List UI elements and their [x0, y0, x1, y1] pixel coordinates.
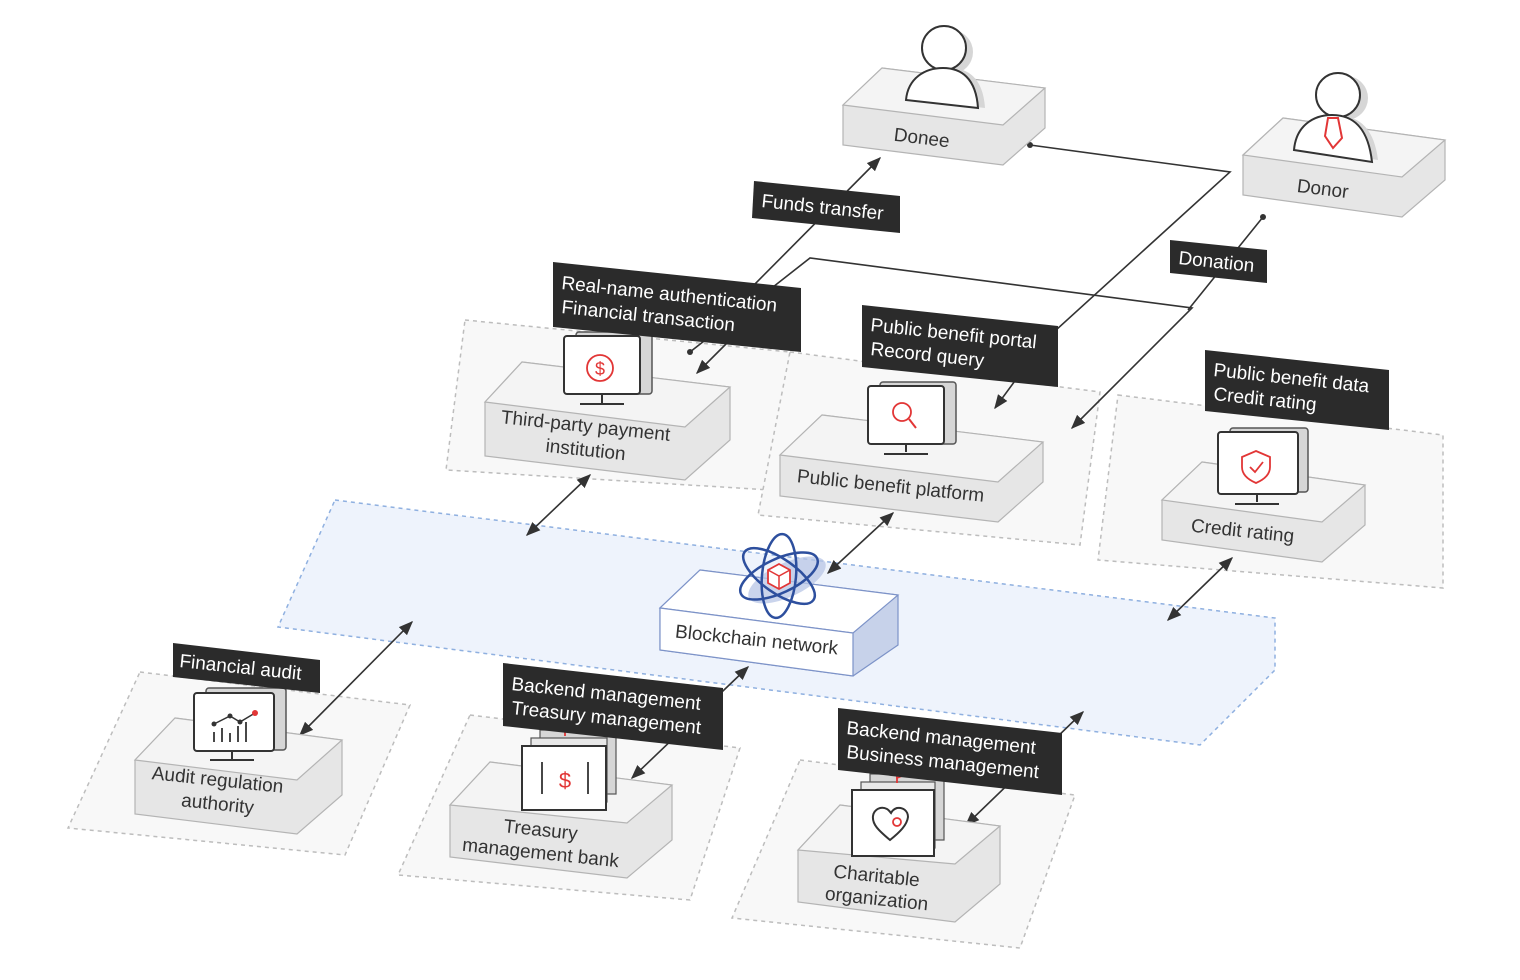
arrow-platform-chain [826, 512, 895, 574]
node-public-benefit-platform[interactable]: Public benefit platform [778, 381, 1045, 523]
node-donee[interactable]: Donee [841, 25, 1047, 166]
heart-document-icon [851, 769, 945, 857]
node-third-party-payment[interactable]: $ Third-party payment institution [483, 331, 732, 481]
node-credit-rating[interactable]: Credit rating [1160, 427, 1367, 563]
atom-cube-icon [739, 532, 826, 620]
tag-backend-business: Backend management Business management [838, 708, 1062, 795]
arrow-audit-chain [298, 620, 414, 737]
tag-pbdata: Public benefit data Credit rating [1205, 350, 1389, 430]
arrow-credit-chain [1166, 556, 1234, 622]
node-treasury-bank[interactable]: $ Treasury management bank [448, 723, 674, 879]
person-with-tie-icon [1292, 72, 1378, 164]
tag-backend-treasury: Backend management Treasury management [503, 663, 723, 750]
shield-check-monitor-icon [1217, 427, 1309, 505]
arrow-payment-chain [525, 474, 592, 536]
connector-dot [1260, 214, 1266, 220]
svg-text:$: $ [559, 768, 571, 793]
node-donor[interactable]: Donor [1241, 72, 1447, 218]
tag-portal: Public benefit portal Record query [862, 305, 1058, 387]
dollar-monitor-icon: $ [563, 331, 653, 405]
connector-dot [687, 349, 693, 355]
person-icon [904, 25, 985, 110]
svg-text:$: $ [595, 359, 605, 379]
tag-financial-audit: Financial audit [173, 643, 320, 693]
dollar-document-icon: $ [521, 723, 617, 811]
node-audit-regulation[interactable]: Audit regulation authority [133, 687, 344, 835]
node-blockchain-network[interactable]: Blockchain network [658, 532, 900, 677]
tag-donation: Donation [1170, 240, 1267, 283]
chart-monitor-icon [193, 687, 287, 761]
search-monitor-icon [867, 381, 957, 455]
node-charitable-organization[interactable]: Charitable organization [796, 769, 1002, 923]
tag-funds-transfer: Funds transfer [752, 181, 900, 233]
connector-dot [1027, 142, 1033, 148]
